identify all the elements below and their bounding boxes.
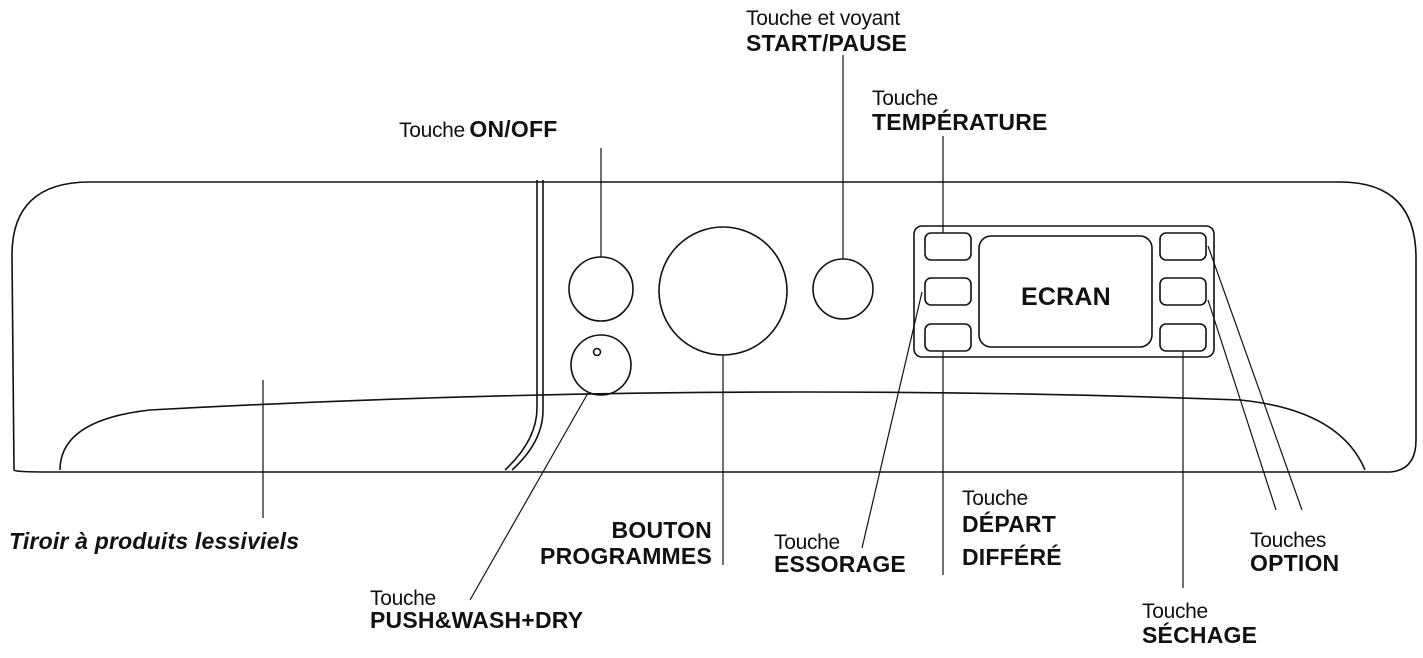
drawer-label: Tiroir à produits lessiviels — [9, 528, 300, 554]
dry-label: SÉCHAGE — [1142, 622, 1258, 648]
option-prefix: Touches — [1250, 529, 1327, 552]
btn-temperature — [924, 232, 972, 261]
btn-option-2 — [1159, 277, 1207, 306]
screen-display — [978, 235, 1153, 348]
dry-prefix: Touche — [1142, 600, 1208, 623]
btn-spin — [924, 277, 972, 306]
onoff-prefix: Touche — [399, 119, 465, 142]
pushwash-button — [570, 334, 632, 396]
leader-option-1 — [1207, 245, 1303, 511]
screen-frame — [913, 225, 1215, 358]
start-button — [812, 258, 874, 320]
delay-label-line2: DIFFÉRÉ — [962, 544, 1062, 570]
onoff-text: ON/OFF — [469, 116, 558, 142]
program-label-line1: BOUTON — [611, 517, 712, 543]
option-label: OPTION — [1250, 550, 1340, 576]
start-prefix: Touche et voyant — [746, 7, 900, 30]
delay-label-line1: DÉPART — [962, 511, 1057, 537]
leader-spin — [861, 291, 923, 549]
screen-label: ECRAN — [1021, 283, 1111, 311]
panel-outline — [11, 181, 1417, 473]
btn-delay — [924, 323, 972, 352]
spin-label: ESSORAGE — [774, 551, 906, 577]
onoff-button — [568, 256, 634, 322]
panel-lip — [59, 391, 1366, 471]
pushwash-label: PUSH&WASH+DRY — [370, 607, 584, 633]
leader-lines — [262, 55, 1303, 601]
spin-prefix: Touche — [774, 531, 840, 554]
btn-option-1 — [1159, 232, 1207, 261]
start-label: START/PAUSE — [746, 30, 908, 56]
program-knob — [658, 226, 788, 356]
pushwash-indicator — [592, 347, 602, 357]
delay-prefix: Touche — [962, 487, 1028, 510]
onoff-label: Touche ON/OFF — [399, 116, 558, 142]
pushwash-prefix: Touche — [370, 587, 436, 610]
btn-dry — [1159, 323, 1207, 352]
drawer-divider — [504, 180, 538, 471]
program-label-line2: PROGRAMMES — [540, 543, 712, 569]
leader-option-2 — [1207, 299, 1277, 511]
temp-prefix: Touche — [872, 87, 938, 110]
temp-label: TEMPÉRATURE — [872, 109, 1048, 135]
leader-pushwash — [469, 392, 589, 601]
